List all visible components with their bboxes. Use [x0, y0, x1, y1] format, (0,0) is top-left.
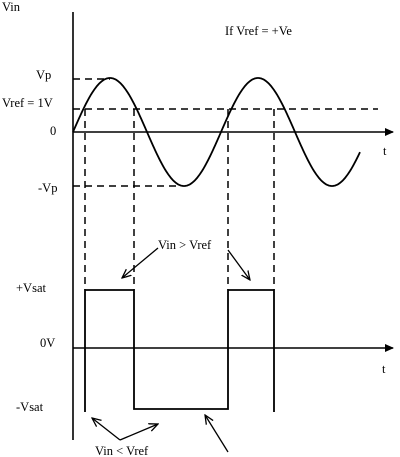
bottom-axis-arrowhead: [385, 344, 394, 352]
neg-vsat-label: -Vsat: [16, 400, 44, 414]
vin-gt-vref-label: Vin > Vref: [158, 238, 212, 252]
zero-label: 0: [50, 124, 56, 138]
condition-label: If Vref = +Ve: [225, 24, 292, 38]
vref-label: Vref = 1V: [2, 96, 53, 110]
top-axis-arrowhead: [385, 128, 394, 136]
vin-lt-vref-label: Vin < Vref: [95, 444, 149, 457]
neg-vp-label: -Vp: [38, 181, 57, 195]
top-t-label: t: [383, 144, 387, 158]
arrow-to-pulse-1: [122, 247, 159, 278]
vin-axis-label: Vin: [2, 0, 21, 14]
arrow-to-low-1: [92, 418, 121, 441]
vp-label: Vp: [36, 68, 51, 82]
sine-wave: [72, 77, 361, 187]
pos-vsat-label: +Vsat: [16, 281, 46, 295]
zero-v-label: 0V: [40, 336, 55, 350]
bottom-t-label: t: [382, 362, 386, 376]
arrow-to-pulse-2: [227, 249, 250, 280]
arrow-to-low-2: [119, 424, 158, 441]
arrow-to-low-3: [205, 415, 229, 453]
square-output-wave: [84, 289, 275, 412]
